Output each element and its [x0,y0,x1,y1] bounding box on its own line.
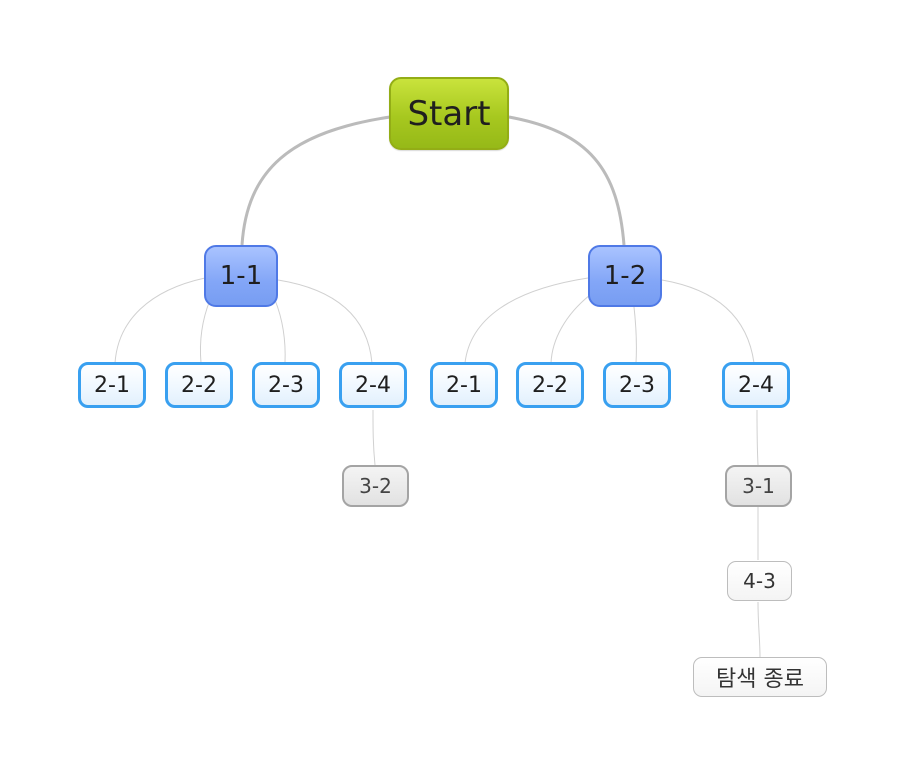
edge-1-1-to-2-2 [199,299,211,364]
node-1-2[interactable]: 1-2 [588,245,662,307]
edge-1-2-to-2-4 [661,279,755,364]
node-3-1[interactable]: 3-1 [725,465,792,507]
node-1-1[interactable]: 1-1 [204,245,278,307]
node-1-1-child-2-3[interactable]: 2-3 [252,362,320,408]
edge-start-to-1-2 [508,115,626,246]
node-1-2-child-2-4[interactable]: 2-4 [722,362,790,408]
node-4-3[interactable]: 4-3 [727,561,792,601]
edge-2-4-to-3-1 [756,409,759,466]
edge-1-1-to-2-1 [114,277,206,364]
end-node[interactable]: 탐색 종료 [693,657,827,697]
node-1-2-child-2-2[interactable]: 2-2 [516,362,584,408]
node-1-2-child-2-1[interactable]: 2-1 [430,362,498,408]
node-1-1-child-2-2[interactable]: 2-2 [165,362,233,408]
edge-1-1-to-2-4 [277,279,373,364]
edge-start-to-1-1 [240,115,391,246]
edge-4-3-to-end [757,601,761,658]
node-1-1-child-2-4[interactable]: 2-4 [339,362,407,408]
node-3-2[interactable]: 3-2 [342,465,409,507]
edge-1-2-to-2-2 [550,294,591,364]
edge-1-2-to-2-3 [633,306,637,364]
edge-1-2-to-2-1 [464,277,589,364]
edge-2-4-to-3-2 [372,409,376,466]
node-1-2-child-2-3[interactable]: 2-3 [603,362,671,408]
edge-1-1-to-2-3 [274,299,286,364]
start-node[interactable]: Start [389,77,509,150]
node-1-1-child-2-1[interactable]: 2-1 [78,362,146,408]
